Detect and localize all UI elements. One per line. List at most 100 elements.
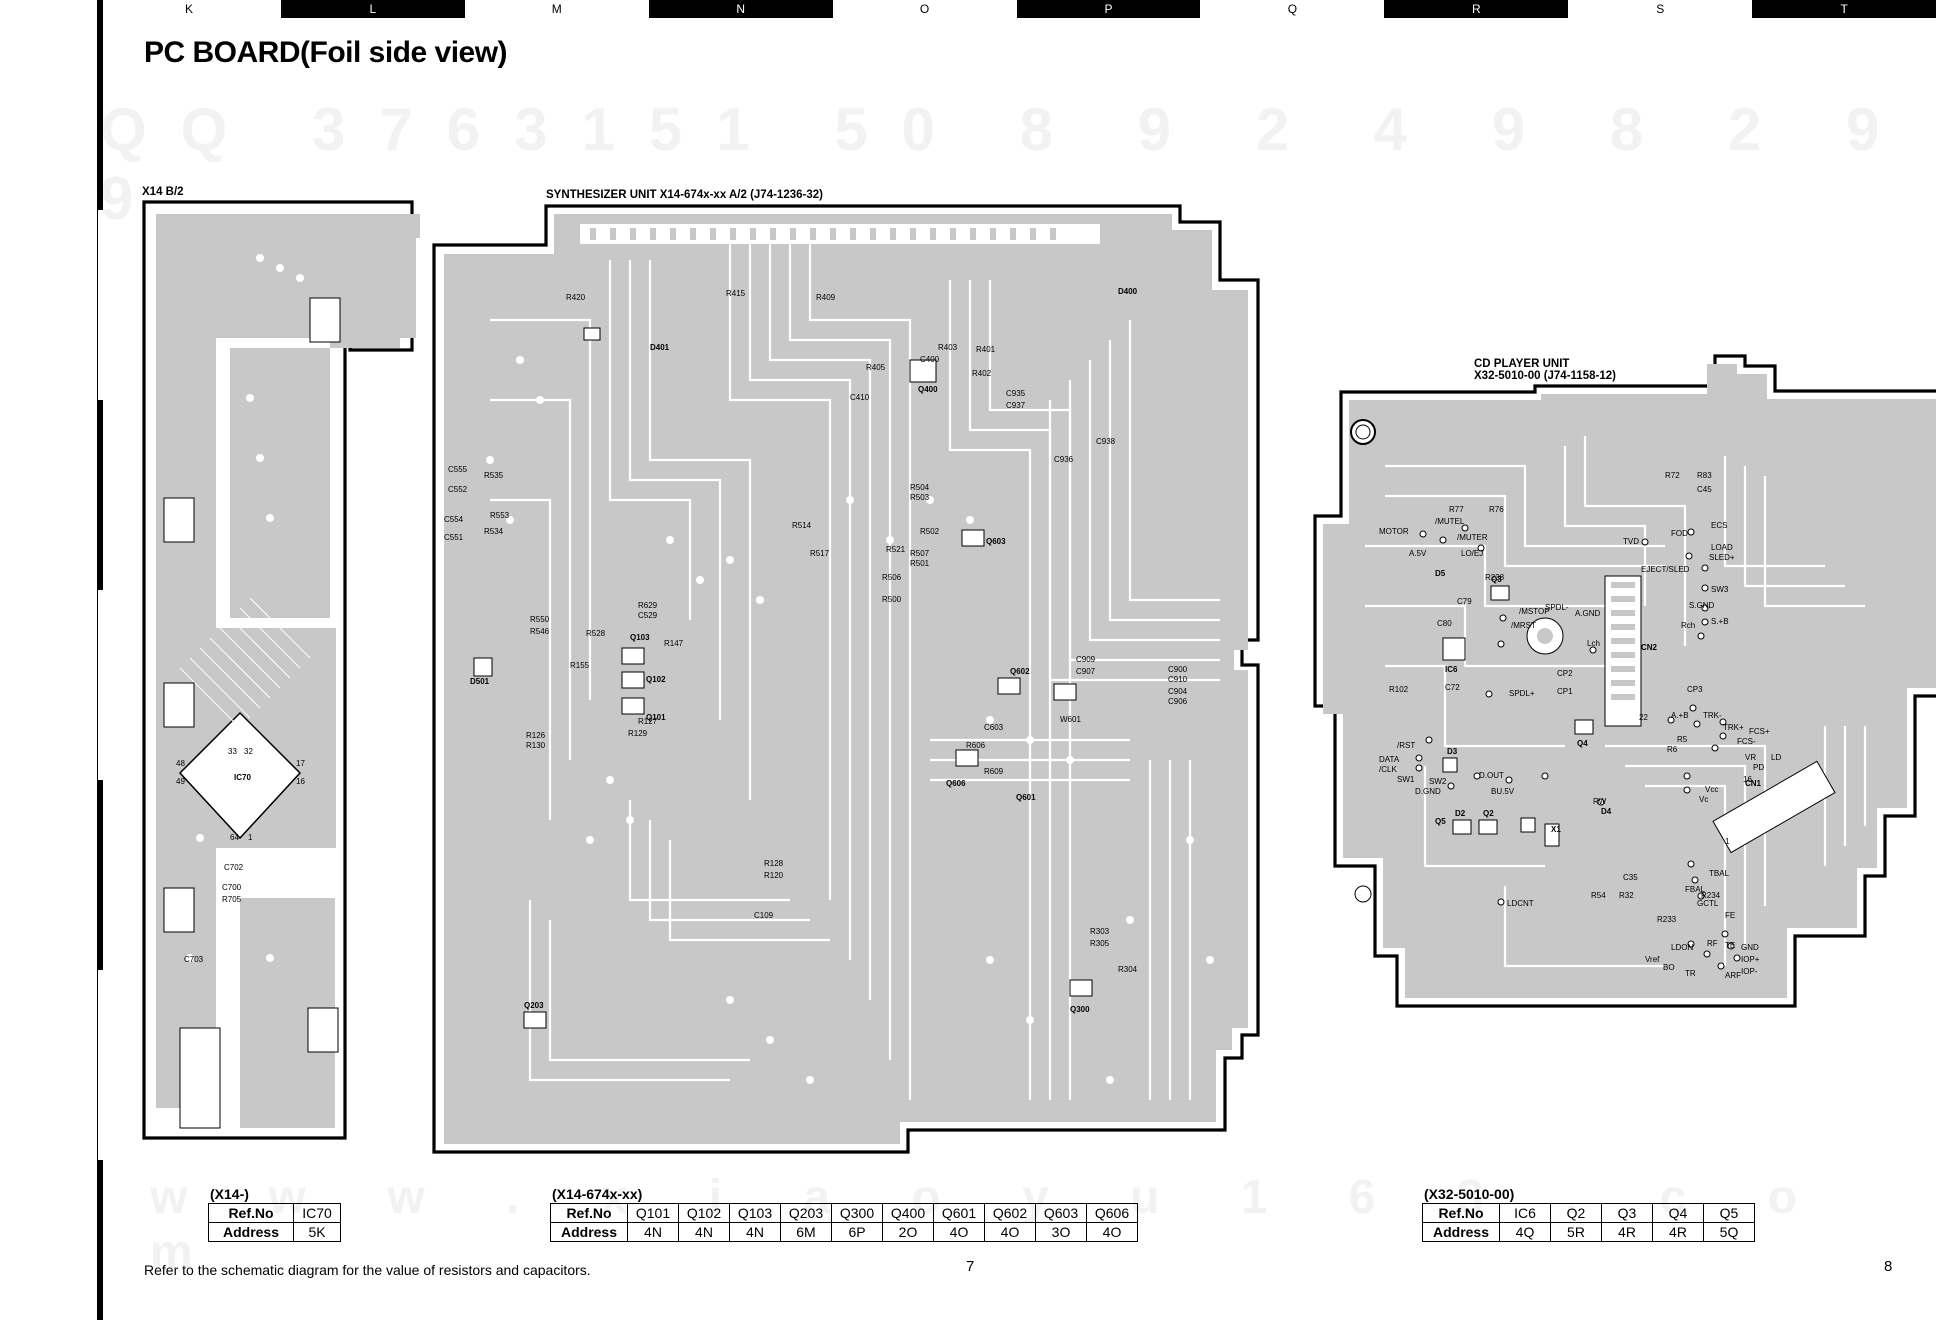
svg-text:VR: VR bbox=[1745, 753, 1756, 762]
svg-text:C935: C935 bbox=[1006, 389, 1026, 398]
svg-text:CN1: CN1 bbox=[1745, 779, 1762, 788]
svg-text:16: 16 bbox=[296, 777, 305, 786]
svg-text:C410: C410 bbox=[850, 393, 870, 402]
table-cell: 5Q bbox=[1703, 1222, 1755, 1242]
row-label: 5 bbox=[104, 864, 111, 878]
table-cell: 4N bbox=[627, 1222, 679, 1242]
svg-text:17: 17 bbox=[296, 759, 305, 768]
table-cell: Q300 bbox=[831, 1203, 883, 1223]
svg-text:R6: R6 bbox=[1667, 745, 1678, 754]
synth-board-label: SYNTHESIZER UNIT X14-674x-xx A/2 (J74-12… bbox=[546, 189, 823, 201]
cd-table-caption: (X32-5010-00) bbox=[1424, 1186, 1515, 1202]
table-cell: Q602 bbox=[984, 1203, 1036, 1223]
svg-text:RW: RW bbox=[1593, 797, 1607, 806]
svg-text:C938: C938 bbox=[1096, 437, 1116, 446]
svg-text:SW3: SW3 bbox=[1711, 585, 1729, 594]
synth-table-caption: (X14-674x-xx) bbox=[552, 1186, 643, 1202]
svg-text:16: 16 bbox=[1743, 775, 1752, 784]
svg-text:R546: R546 bbox=[530, 627, 550, 636]
svg-text:R127: R127 bbox=[638, 717, 658, 726]
table-cell: 4O bbox=[933, 1222, 985, 1242]
svg-text:LD: LD bbox=[1771, 753, 1781, 762]
svg-text:D501: D501 bbox=[470, 677, 490, 686]
ic70-label: IC70 bbox=[234, 773, 251, 782]
svg-text:49: 49 bbox=[176, 777, 185, 786]
table-cell: 5K bbox=[293, 1222, 341, 1242]
svg-text:33: 33 bbox=[228, 747, 237, 756]
table-cell: 4R bbox=[1601, 1222, 1653, 1242]
svg-text:S.+B: S.+B bbox=[1711, 617, 1729, 626]
row-ruler-edge bbox=[97, 0, 98, 1320]
row-bar bbox=[97, 780, 103, 970]
svg-text:C79: C79 bbox=[1457, 597, 1472, 606]
svg-text:D4: D4 bbox=[1601, 807, 1612, 816]
table-header-cell: Ref.No bbox=[550, 1203, 628, 1223]
svg-text:R54: R54 bbox=[1591, 891, 1606, 900]
svg-text:/CLK: /CLK bbox=[1379, 765, 1397, 774]
svg-text:C552: C552 bbox=[448, 485, 468, 494]
svg-text:C109: C109 bbox=[754, 911, 774, 920]
svg-text:R83: R83 bbox=[1697, 471, 1712, 480]
svg-text:C703: C703 bbox=[184, 955, 204, 964]
x14-board-label: X14 B/2 bbox=[142, 186, 184, 198]
table-row: Ref.No IC6 Q2 Q3 Q4 Q5 bbox=[1422, 1203, 1755, 1223]
svg-text:Q102: Q102 bbox=[646, 675, 666, 684]
table-cell: Q101 bbox=[627, 1203, 679, 1223]
svg-text:/MUTER: /MUTER bbox=[1457, 533, 1488, 542]
svg-text:R550: R550 bbox=[530, 615, 550, 624]
svg-text:R534: R534 bbox=[484, 527, 504, 536]
table-cell: 4O bbox=[1086, 1222, 1138, 1242]
table-header-cell: Ref.No bbox=[208, 1203, 294, 1223]
table-cell: IC6 bbox=[1499, 1203, 1551, 1223]
svg-text:/RST: /RST bbox=[1397, 741, 1415, 750]
table-cell: 5R bbox=[1550, 1222, 1602, 1242]
svg-text:R420: R420 bbox=[566, 293, 586, 302]
svg-text:R126: R126 bbox=[526, 731, 546, 740]
table-cell: 4R bbox=[1652, 1222, 1704, 1242]
table-header-cell: Ref.No bbox=[1422, 1203, 1500, 1223]
column-label: Q bbox=[1200, 0, 1385, 18]
svg-text:Vc: Vc bbox=[1699, 795, 1708, 804]
svg-text:SLED+: SLED+ bbox=[1709, 553, 1735, 562]
svg-text:TVD: TVD bbox=[1623, 537, 1639, 546]
svg-text:C35: C35 bbox=[1623, 873, 1638, 882]
table-row: Address 5K bbox=[208, 1222, 341, 1242]
table-row: Ref.No Q101 Q102 Q103 Q203 Q300 Q400 Q60… bbox=[550, 1203, 1138, 1223]
x14-table-caption: (X14-) bbox=[210, 1186, 249, 1202]
svg-text:R102: R102 bbox=[1389, 685, 1409, 694]
svg-text:ECS: ECS bbox=[1711, 521, 1727, 530]
svg-text:C900: C900 bbox=[1168, 665, 1188, 674]
table-row: Ref.No IC70 bbox=[208, 1203, 341, 1223]
row-bar bbox=[97, 1160, 103, 1320]
table-cell: Q2 bbox=[1550, 1203, 1602, 1223]
svg-text:TRK-: TRK- bbox=[1703, 711, 1722, 720]
svg-text:R501: R501 bbox=[910, 559, 930, 568]
row-label: 4 bbox=[104, 674, 111, 688]
svg-text:C603: C603 bbox=[984, 723, 1004, 732]
column-label: S bbox=[1568, 0, 1753, 18]
svg-text:TR: TR bbox=[1685, 969, 1696, 978]
svg-text:R502: R502 bbox=[920, 527, 940, 536]
svg-text:R238: R238 bbox=[1485, 573, 1505, 582]
svg-text:TE: TE bbox=[1725, 941, 1735, 950]
svg-text:Vref: Vref bbox=[1645, 955, 1660, 964]
svg-text:IC6: IC6 bbox=[1445, 665, 1458, 674]
svg-text:R415: R415 bbox=[726, 289, 746, 298]
svg-text:C80: C80 bbox=[1437, 619, 1452, 628]
svg-text:C937: C937 bbox=[1006, 401, 1026, 410]
table-row: Address 4N 4N 4N 6M 6P 2O 4O 4O 3O 4O bbox=[550, 1222, 1138, 1242]
table-cell: Q103 bbox=[729, 1203, 781, 1223]
svg-text:R409: R409 bbox=[816, 293, 836, 302]
svg-text:C910: C910 bbox=[1168, 675, 1188, 684]
column-label: L bbox=[280, 0, 465, 18]
svg-text:Q300: Q300 bbox=[1070, 1005, 1090, 1014]
table-cell: 4Q bbox=[1499, 1222, 1551, 1242]
svg-text:C551: C551 bbox=[444, 533, 464, 542]
svg-text:SW1: SW1 bbox=[1397, 775, 1415, 784]
svg-text:GCTL: GCTL bbox=[1697, 899, 1719, 908]
svg-text:R405: R405 bbox=[866, 363, 886, 372]
svg-text:R517: R517 bbox=[810, 549, 830, 558]
synth-address-table: Ref.No Q101 Q102 Q103 Q203 Q300 Q400 Q60… bbox=[550, 1203, 1138, 1242]
column-label: P bbox=[1016, 0, 1201, 18]
